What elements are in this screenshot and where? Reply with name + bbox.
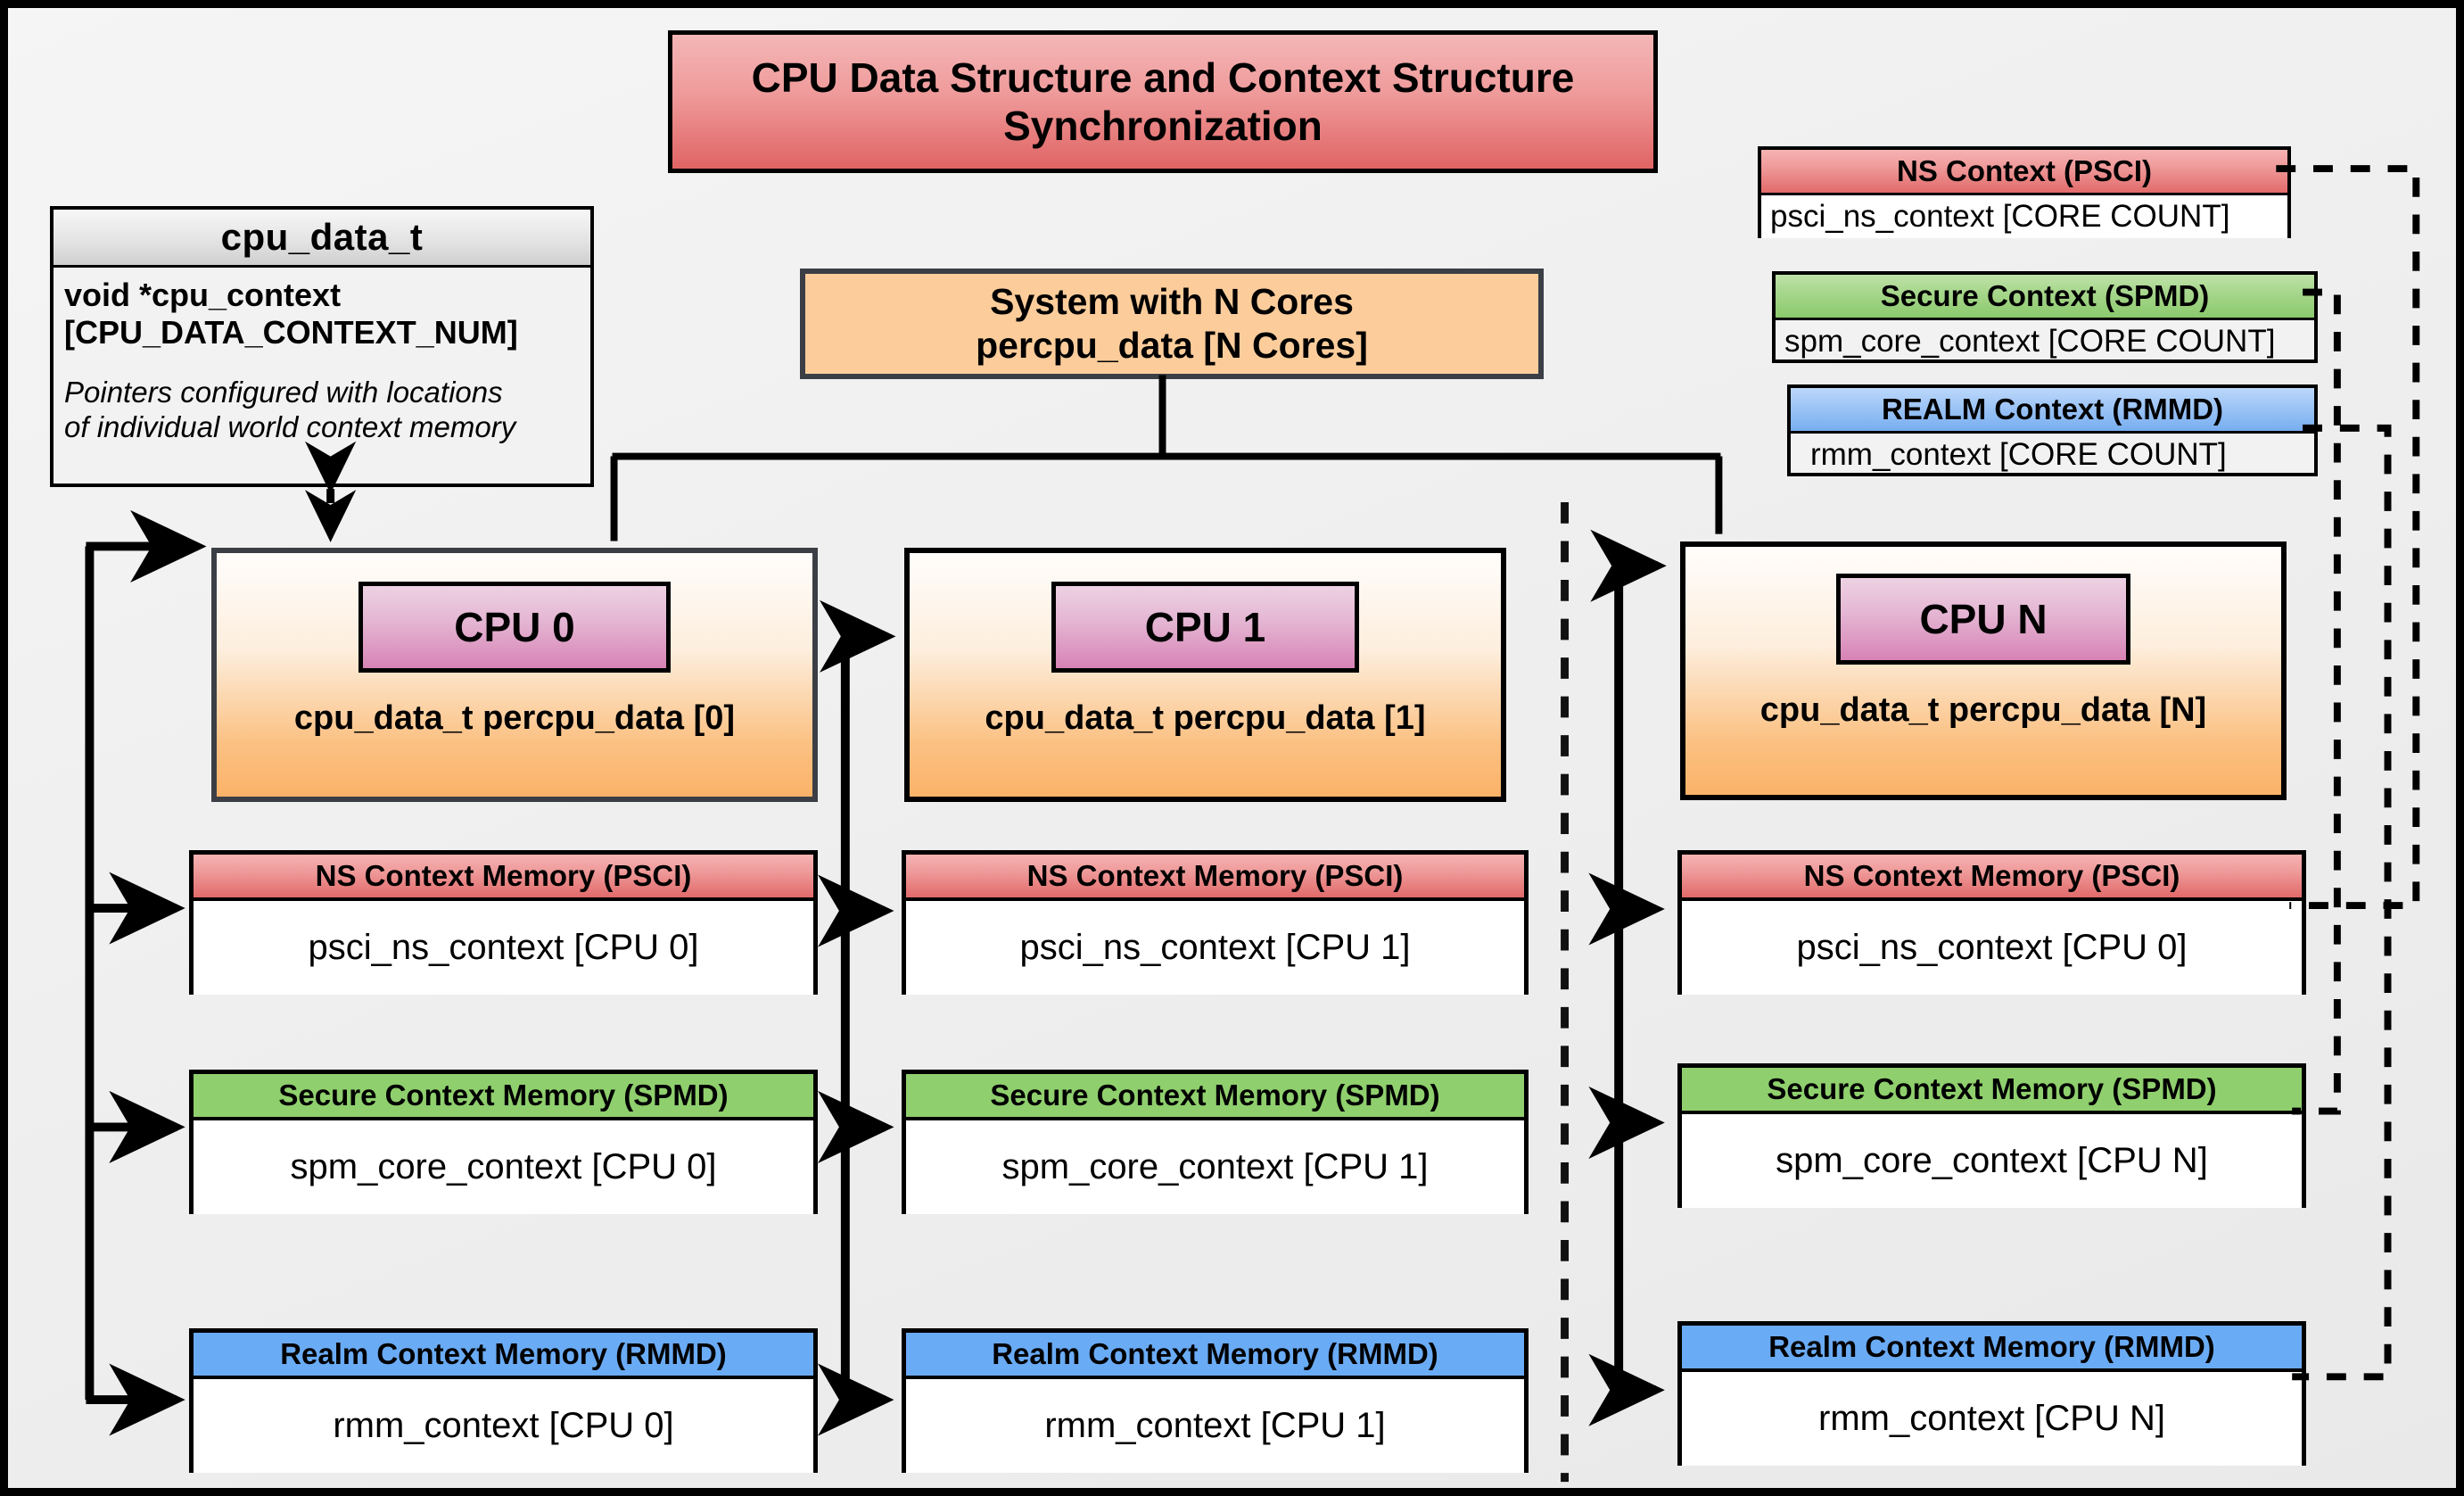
memory-box-n-secure-header: Secure Context Memory (SPMD) <box>1682 1068 2302 1114</box>
legend-card-ns-context: NS Context (PSCI) psci_ns_context [CORE … <box>1758 146 2291 238</box>
memory-box-1-secure-body: spm_core_context [CPU 1] <box>906 1120 1524 1214</box>
memory-box-n-ns: NS Context Memory (PSCI) psci_ns_context… <box>1677 850 2306 995</box>
cpu-card-0: CPU 0 cpu_data_t percpu_data [0] <box>211 548 818 802</box>
legend-secure-body: spm_core_context [CORE COUNT] <box>1784 324 2276 359</box>
memory-box-0-ns-header: NS Context Memory (PSCI) <box>194 855 813 901</box>
title-line-1: CPU Data Structure and Context Structure <box>751 54 1575 101</box>
cpu0-pointer-bus <box>85 509 207 1436</box>
memory-box-0-realm-body: rmm_context [CPU 0] <box>194 1379 813 1473</box>
memory-box-1-realm-body: rmm_context [CPU 1] <box>906 1379 1524 1473</box>
system-with-n-cores-box: System with N Cores percpu_data [N Cores… <box>800 269 1544 379</box>
memory-box-n-ns-header: NS Context Memory (PSCI) <box>1682 855 2302 901</box>
legend-realm-header: REALM Context (RMMD) <box>1791 388 2314 434</box>
cpu-data-t-body: void *cpu_context [CPU_DATA_CONTEXT_NUM]… <box>54 268 590 452</box>
cpu-chip-1: CPU 1 <box>1051 582 1359 673</box>
title-line-2: Synchronization <box>1003 103 1323 149</box>
cpu-card-1: CPU 1 cpu_data_t percpu_data [1] <box>904 548 1506 802</box>
memory-box-0-secure-body: spm_core_context [CPU 0] <box>194 1120 813 1214</box>
memory-box-n-secure: Secure Context Memory (SPMD) spm_core_co… <box>1677 1063 2306 1208</box>
legend-realm-body: rmm_context [CORE COUNT] <box>1810 437 2227 472</box>
memory-box-n-realm-header: Realm Context Memory (RMMD) <box>1682 1326 2302 1372</box>
cpu-data-t-note-line-2: of individual world context memory <box>64 410 516 444</box>
memory-box-0-secure: Secure Context Memory (SPMD) spm_core_co… <box>189 1070 818 1214</box>
memory-box-0-ns-body: psci_ns_context [CPU 0] <box>194 901 813 995</box>
legend-ns-body: psci_ns_context [CORE COUNT] <box>1761 195 2287 238</box>
cpu-chip-0: CPU 0 <box>358 582 671 673</box>
memory-box-1-realm: Realm Context Memory (RMMD) rmm_context … <box>902 1328 1529 1473</box>
cpu-data-t-note-line-1: Pointers configured with locations <box>64 375 503 409</box>
cpu-caption-n: cpu_data_t percpu_data [N] <box>1759 691 2207 729</box>
cpu-data-t-header: cpu_data_t <box>54 210 590 268</box>
cpu1-pointer-bus <box>818 599 896 1436</box>
memory-box-0-realm: Realm Context Memory (RMMD) rmm_context … <box>189 1328 818 1473</box>
memory-box-0-ns: NS Context Memory (PSCI) psci_ns_context… <box>189 850 818 995</box>
cpu-chip-n: CPU N <box>1836 574 2130 665</box>
memory-box-1-realm-header: Realm Context Memory (RMMD) <box>906 1333 1524 1379</box>
cpu-caption-1: cpu_data_t percpu_data [1] <box>985 699 1426 737</box>
system-box-line-1: System with N Cores <box>990 280 1354 322</box>
cpun-pointer-bus <box>1588 529 1667 1426</box>
legend-card-realm-context: REALM Context (RMMD) rmm_context [CORE C… <box>1787 384 2318 476</box>
memory-box-1-secure-header: Secure Context Memory (SPMD) <box>906 1074 1524 1120</box>
memory-box-1-ns-body: psci_ns_context [CPU 1] <box>906 901 1524 995</box>
legend-secure-header: Secure Context (SPMD) <box>1776 275 2314 320</box>
legend-realm-link <box>2292 424 2392 1381</box>
memory-box-n-realm-body: rmm_context [CPU N] <box>1682 1372 2302 1466</box>
cpu-data-t-struct-card: cpu_data_t void *cpu_context [CPU_DATA_C… <box>50 206 594 487</box>
system-box-line-2: percpu_data [N Cores] <box>976 325 1368 366</box>
memory-box-0-realm-header: Realm Context Memory (RMMD) <box>194 1333 813 1379</box>
memory-box-1-ns-header: NS Context Memory (PSCI) <box>906 855 1524 901</box>
memory-box-n-realm: Realm Context Memory (RMMD) rmm_context … <box>1677 1321 2306 1466</box>
legend-ns-header: NS Context (PSCI) <box>1761 150 2287 195</box>
cpu-card-n: CPU N cpu_data_t percpu_data [N] <box>1680 541 2287 800</box>
cpu-caption-0: cpu_data_t percpu_data [0] <box>293 699 736 737</box>
memory-box-1-ns: NS Context Memory (PSCI) psci_ns_context… <box>902 850 1529 995</box>
memory-box-n-ns-body: psci_ns_context [CPU 0] <box>1682 901 2302 995</box>
legend-card-secure-context: Secure Context (SPMD) spm_core_context [… <box>1772 271 2318 363</box>
cpu-data-t-field-line-1: void *cpu_context <box>64 277 342 313</box>
memory-box-1-secure: Secure Context Memory (SPMD) spm_core_co… <box>902 1070 1529 1214</box>
memory-box-n-secure-body: spm_core_context [CPU N] <box>1682 1114 2302 1208</box>
system-to-cpus-bus <box>610 375 1723 541</box>
diagram-title-box: CPU Data Structure and Context Structure… <box>668 30 1658 173</box>
memory-box-0-secure-header: Secure Context Memory (SPMD) <box>194 1074 813 1120</box>
cpu-data-t-field-line-2: [CPU_DATA_CONTEXT_NUM] <box>64 313 518 351</box>
